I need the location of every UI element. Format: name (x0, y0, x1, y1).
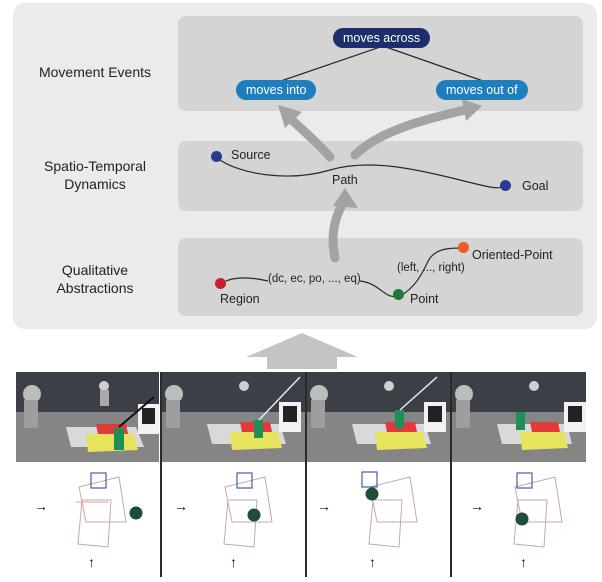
scene-photo-2 (162, 372, 305, 462)
goal-label: Goal (522, 179, 549, 193)
event-moves-into: moves into (236, 80, 317, 100)
scene-drawing-3 (307, 372, 450, 462)
oriented-point-label: Oriented-Point (472, 248, 553, 262)
scene-drawing-4 (452, 372, 586, 462)
point-label: Point (410, 292, 439, 306)
panel-2 (162, 372, 305, 577)
spatio-temporal-label-line2: Dynamics (64, 176, 126, 192)
panel-separator-3 (450, 372, 452, 577)
oriented-point-dot (458, 242, 469, 253)
plot-3 (307, 462, 450, 577)
plot-4 (452, 462, 586, 577)
region-label: Region (220, 292, 260, 306)
row-label-movement-events: Movement Events (20, 63, 170, 81)
moves-into-label: moves into (246, 83, 307, 97)
event-moves-out-of: moves out of (436, 80, 528, 100)
plot-2 (162, 462, 305, 577)
scene-drawing-1 (16, 372, 159, 462)
qualitative-label-line2: Abstractions (56, 280, 134, 296)
point-dot (393, 289, 404, 300)
row-label-spatio-temporal: Spatio-Temporal Dynamics (20, 157, 170, 193)
relations-label: (dc, ec, po, ..., eq) (268, 273, 361, 285)
source-label: Source (231, 148, 271, 162)
scene-photo-4 (452, 372, 586, 462)
region-dot (215, 278, 226, 289)
scene-drawing-2 (162, 372, 305, 462)
up-arrow-3: ↑ (369, 554, 376, 570)
big-up-arrow (246, 333, 358, 369)
right-arrow-3: → (317, 498, 331, 514)
movement-events-label: Movement Events (38, 64, 152, 80)
right-arrow-1: → (34, 498, 48, 514)
path-label: Path (332, 173, 358, 187)
source-dot (211, 151, 222, 162)
spatio-temporal-label-line1: Spatio-Temporal (44, 158, 146, 174)
qualitative-label-line1: Qualitative (61, 262, 129, 278)
scene-photo-1 (16, 372, 159, 462)
up-arrow-1: ↑ (88, 554, 95, 570)
event-moves-across: moves across (333, 28, 431, 48)
orientations-label: (left, ..., right) (397, 262, 465, 274)
plot-1 (16, 462, 159, 577)
right-arrow-4: → (470, 498, 484, 514)
moves-across-label: moves across (343, 31, 421, 45)
panel-1 (16, 372, 159, 577)
up-arrow-4: ↑ (520, 554, 527, 570)
right-arrow-2: → (174, 498, 188, 514)
panel-3 (307, 372, 450, 577)
row-label-qualitative: Qualitative Abstractions (20, 261, 170, 297)
qualitative-band (178, 238, 583, 316)
panel-separator-2 (305, 372, 307, 577)
panel-4 (452, 372, 586, 577)
panel-separator-1 (160, 372, 162, 577)
up-arrow-2: ↑ (230, 554, 237, 570)
moves-out-of-label: moves out of (446, 83, 518, 97)
goal-dot (500, 180, 511, 191)
scene-photo-3 (307, 372, 450, 462)
